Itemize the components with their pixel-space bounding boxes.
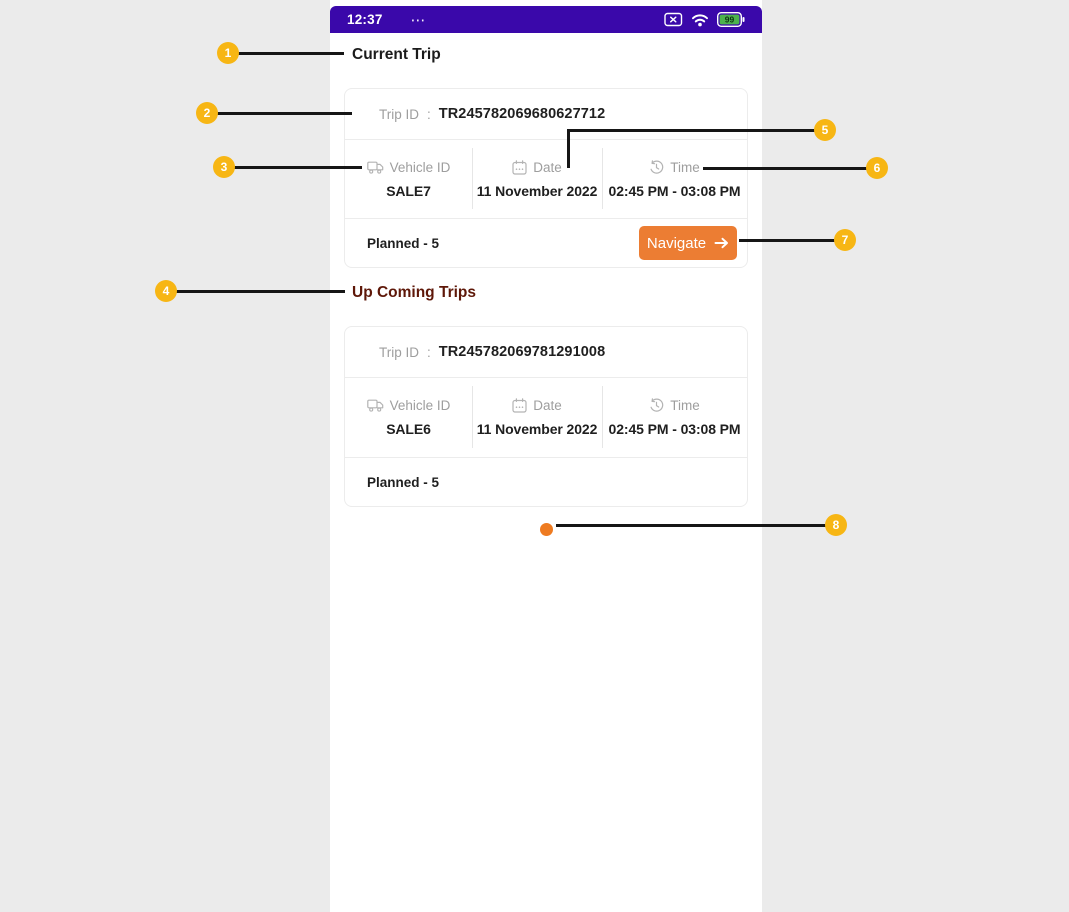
callout-line-4 — [174, 290, 345, 293]
battery-percent: 99 — [725, 14, 735, 24]
column-divider — [602, 148, 603, 209]
callout-badge-1: 1 — [217, 42, 239, 64]
status-menu-dots: ⋯ — [410, 11, 427, 29]
clock-icon — [649, 159, 664, 175]
current-trip-card[interactable]: Trip ID : TR245782069680627712 — [344, 88, 748, 268]
current-trip-heading: Current Trip — [352, 46, 441, 63]
column-divider — [472, 148, 473, 209]
wifi-icon — [691, 13, 709, 27]
planned-row: Planned - 5 Navigate — [345, 219, 747, 267]
vehicle-column: Vehicle ID SALE6 — [345, 378, 472, 457]
phone-screen: 12:37 ⋯ — [330, 0, 762, 912]
trip-id-row: Trip ID : TR245782069781291008 — [345, 327, 747, 378]
battery-icon: 99 — [717, 12, 745, 27]
callout-badge-7: 7 — [834, 229, 856, 251]
navigate-button[interactable]: Navigate — [639, 226, 737, 260]
truck-icon — [366, 161, 384, 174]
date-column: Date 11 November 2022 — [472, 140, 602, 218]
date-value: 11 November 2022 — [476, 421, 598, 437]
trip-id-label: Trip ID — [379, 106, 419, 122]
carousel-page-dot[interactable] — [540, 523, 553, 536]
column-divider — [602, 386, 603, 448]
status-bar: 12:37 ⋯ — [330, 6, 762, 33]
callout-line-2 — [215, 112, 352, 115]
trip-id-colon: : — [427, 106, 431, 122]
vehicle-id-value: SALE7 — [386, 182, 431, 199]
callout-badge-8: 8 — [825, 514, 847, 536]
date-label: Date — [533, 398, 562, 413]
callout-badge-2: 2 — [196, 102, 218, 124]
callout-badge-6: 6 — [866, 157, 888, 179]
planned-row: Planned - 5 — [345, 458, 747, 506]
callout-badge-4: 4 — [155, 280, 177, 302]
time-column: Time 02:45 PM - 03:08 PM — [602, 378, 747, 457]
date-label: Date — [533, 159, 562, 175]
time-label: Time — [670, 159, 700, 175]
trip-detail-row: Vehicle ID SALE6 Date — [345, 378, 747, 458]
time-column: Time 02:45 PM - 03:08 PM — [602, 140, 747, 218]
callout-line-3 — [232, 166, 362, 169]
trip-id-label: Trip ID — [379, 344, 419, 360]
callout-line-8 — [556, 524, 827, 527]
navigate-label: Navigate — [646, 234, 707, 252]
vehicle-id-label: Vehicle ID — [389, 398, 451, 413]
truck-icon — [366, 399, 384, 412]
status-icons: 99 — [664, 12, 745, 27]
trip-id-row: Trip ID : TR245782069680627712 — [345, 89, 747, 140]
trip-detail-row: Vehicle ID SALE7 Date — [345, 140, 747, 219]
time-value: 02:45 PM - 03:08 PM — [608, 421, 741, 437]
status-time: 12:37 — [347, 12, 383, 27]
time-label: Time — [670, 398, 700, 413]
callout-line-7 — [739, 239, 836, 242]
trip-id-value: TR245782069781291008 — [438, 344, 606, 360]
arrow-right-icon — [714, 237, 729, 249]
upcoming-trip-card[interactable]: Trip ID : TR245782069781291008 — [344, 326, 748, 507]
trip-id-colon: : — [427, 344, 431, 360]
clock-icon — [649, 398, 664, 413]
vehicle-id-label: Vehicle ID — [389, 159, 451, 175]
upcoming-trips-heading: Up Coming Trips — [352, 284, 476, 301]
date-column: Date 11 November 2022 — [472, 378, 602, 457]
callout-line-1 — [236, 52, 344, 55]
vehicle-column: Vehicle ID SALE7 — [345, 140, 472, 218]
callout-line-6 — [703, 167, 868, 170]
calendar-icon — [512, 159, 527, 175]
no-sim-icon — [664, 12, 683, 27]
trip-id-value: TR245782069680627712 — [438, 106, 606, 122]
planned-count: Planned - 5 — [367, 235, 440, 251]
date-value: 11 November 2022 — [476, 182, 598, 199]
calendar-icon — [512, 398, 527, 413]
callout-badge-3: 3 — [213, 156, 235, 178]
column-divider — [472, 386, 473, 448]
time-value: 02:45 PM - 03:08 PM — [608, 182, 741, 199]
callout-line-5 — [567, 129, 816, 132]
callout-line-5-elbow — [567, 129, 570, 168]
callout-badge-5: 5 — [814, 119, 836, 141]
vehicle-id-value: SALE6 — [386, 421, 431, 437]
planned-count: Planned - 5 — [367, 474, 440, 490]
